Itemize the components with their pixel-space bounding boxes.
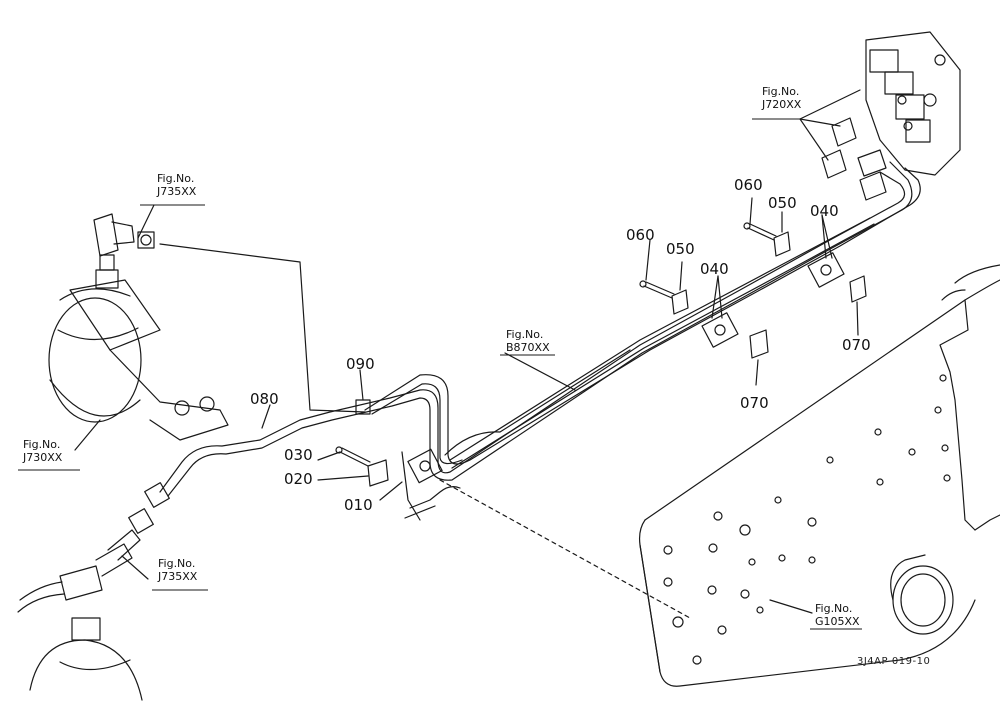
plates <box>367 231 867 487</box>
fig-ref-code: J735XX <box>157 185 197 198</box>
leader-lines <box>74 89 861 614</box>
part-label-070-a: 070 <box>740 394 769 412</box>
part-label-070-b: 070 <box>842 336 871 354</box>
fig-ref-b870: Fig.No. B870XX <box>506 328 550 354</box>
fig-ref-j720: Fig.No. J720XX <box>762 85 801 111</box>
fig-ref-code: J730XX <box>23 451 63 464</box>
leader-frame <box>439 479 691 619</box>
part-label-050-a: 050 <box>666 240 695 258</box>
leader-upper <box>159 243 366 413</box>
fig-ref-prefix: Fig.No. <box>157 172 195 185</box>
part-label-050-b: 050 <box>768 194 797 212</box>
drawing-code: 3J4AP-019-10 <box>857 656 931 667</box>
fig-ref-code: B870XX <box>506 341 550 354</box>
part-label-090: 090 <box>346 355 375 373</box>
fig-ref-code: J720XX <box>762 98 802 111</box>
part-label-040-a: 040 <box>700 260 729 278</box>
fig-ref-g105: Fig.No. G105XX <box>815 602 860 628</box>
fig-ref-j735-top: Fig.No. J735XX <box>157 172 196 198</box>
fig-ref-code: G105XX <box>815 615 860 628</box>
part-label-060-b: 060 <box>734 176 763 194</box>
fig-ref-prefix: Fig.No. <box>158 557 196 570</box>
part-label-080: 080 <box>250 390 279 408</box>
accumulator-upper <box>48 213 229 441</box>
fig-ref-prefix: Fig.No. <box>506 328 544 341</box>
bolts <box>335 222 777 467</box>
fig-underlines <box>18 118 862 630</box>
fig-ref-prefix: Fig.No. <box>762 85 800 98</box>
part-label-060-a: 060 <box>626 226 655 244</box>
control-valve <box>821 31 961 201</box>
fig-ref-prefix: Fig.No. <box>815 602 853 615</box>
pipe-080 <box>159 161 921 519</box>
part-label-040-b: 040 <box>810 202 839 220</box>
clip-040-right <box>401 252 845 521</box>
part-label-030: 030 <box>284 446 313 464</box>
accumulator-lower <box>17 482 170 701</box>
fig-ref-j735-bottom: Fig.No. J735XX <box>158 557 197 583</box>
part-label-020: 020 <box>284 470 313 488</box>
fig-ref-prefix: Fig.No. <box>23 438 61 451</box>
frame-plate <box>638 264 1000 687</box>
part-label-010: 010 <box>344 496 373 514</box>
fig-ref-j730: Fig.No. J730XX <box>23 438 62 464</box>
fig-ref-code: J735XX <box>158 570 198 583</box>
